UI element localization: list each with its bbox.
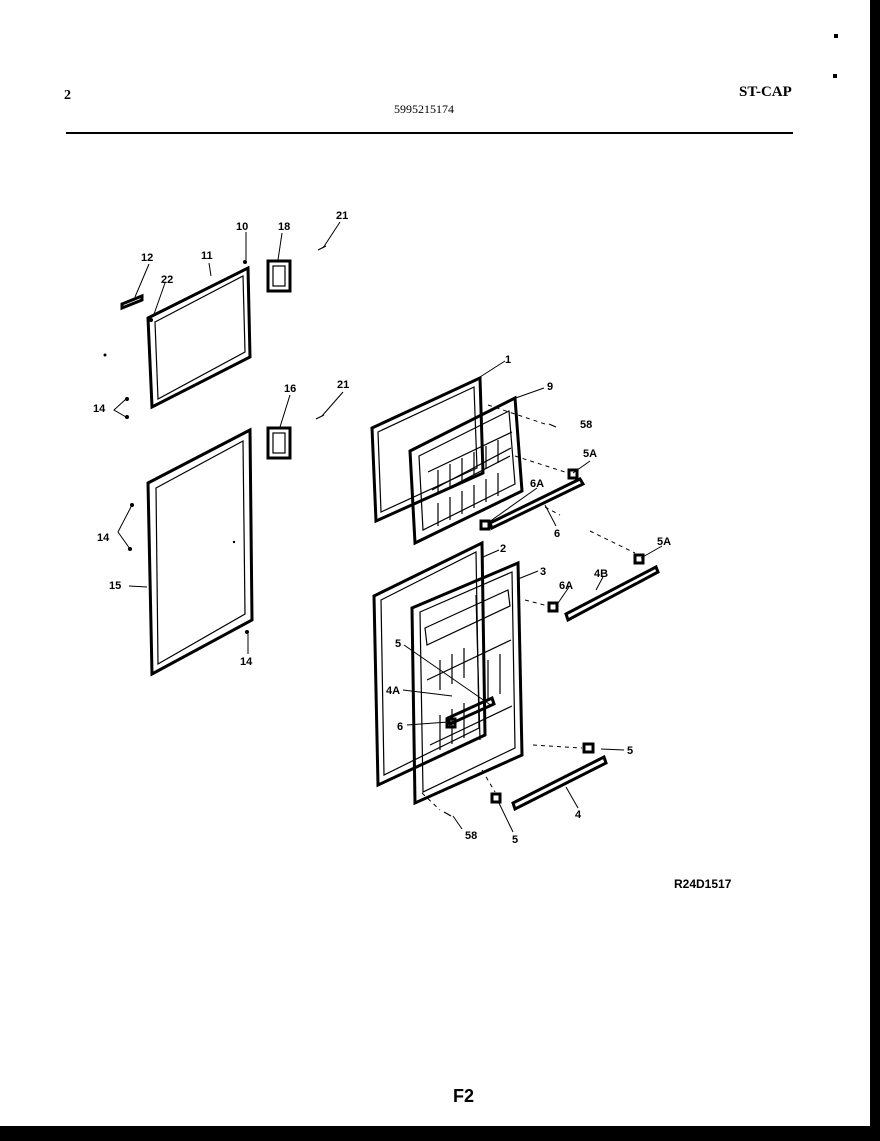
callout-10: 10	[236, 221, 248, 233]
screw-58	[548, 423, 557, 428]
callout-5a: 5A	[583, 448, 597, 460]
retainer-strip-small	[120, 293, 144, 311]
fresh-food-gasket	[146, 427, 254, 677]
callout-58: 58	[465, 830, 477, 842]
screw-14	[245, 630, 249, 634]
callout-21: 21	[337, 379, 349, 391]
header-rule	[66, 132, 793, 134]
callout-5: 5	[627, 745, 633, 757]
hinge-18	[266, 259, 292, 293]
scan-mark	[834, 34, 838, 38]
part-number: 5995215174	[394, 102, 454, 116]
callout-4b: 4B	[594, 568, 608, 580]
parts-diagram-page: 2 5995215174 ST-CAP	[0, 0, 870, 1126]
shelf-rail-4b	[564, 564, 660, 623]
callout-5a: 5A	[657, 536, 671, 548]
callout-3: 3	[540, 566, 546, 578]
freezer-door-liner-9	[408, 395, 524, 546]
cap-6a	[479, 519, 491, 531]
callout-4a: 4A	[386, 685, 400, 697]
callout-18: 18	[278, 221, 290, 233]
dot-mark	[232, 540, 236, 544]
callout-6: 6	[554, 528, 560, 540]
callout-58: 58	[580, 419, 592, 431]
screw-21-upper	[317, 245, 327, 251]
screw-58-lower	[443, 811, 452, 817]
shelf-rail-6	[488, 477, 586, 531]
callout-6: 6	[397, 721, 403, 733]
scan-mark	[833, 74, 837, 78]
cap-6a-lower	[547, 601, 559, 613]
cap-5a-lower	[633, 553, 645, 565]
screw-14	[125, 397, 129, 401]
freezer-gasket	[146, 265, 252, 410]
callout-12: 12	[141, 252, 153, 264]
leader-lines	[113, 221, 663, 833]
callout-4: 4	[575, 809, 582, 821]
screw-10	[243, 260, 247, 264]
cap-5a	[567, 468, 579, 480]
callout-2: 2	[500, 543, 506, 555]
callout-16: 16	[284, 383, 296, 395]
fresh-food-door-liner-3	[410, 560, 524, 806]
freezer-door-gasket-1	[370, 375, 485, 524]
callout-14: 14	[240, 656, 253, 668]
model-code: ST-CAP	[739, 84, 792, 100]
cap-5-bottom	[490, 792, 502, 804]
callout-6a: 6A	[559, 580, 573, 592]
diagram-reference: R24D1517	[674, 877, 732, 891]
callout-6a: 6A	[530, 478, 544, 490]
callout-1: 1	[505, 354, 511, 366]
callout-9: 9	[547, 381, 553, 393]
figure-label: F2	[453, 1086, 475, 1106]
page-number: 2	[64, 88, 71, 103]
callout-labels: 10 18 21 12 11 22 14 16 21 14 15 14 1 9 …	[93, 210, 671, 846]
callout-15: 15	[109, 580, 121, 592]
callout-14: 14	[97, 532, 110, 544]
callout-21: 21	[336, 210, 348, 222]
callout-5: 5	[395, 638, 401, 650]
callout-11: 11	[201, 250, 213, 262]
callout-14: 14	[93, 403, 106, 415]
hinge-16	[266, 426, 292, 460]
screw-14	[125, 415, 129, 419]
callout-22: 22	[161, 274, 173, 286]
shelf-rail-4	[511, 754, 608, 812]
callout-5: 5	[512, 834, 518, 846]
cap-5-right	[582, 742, 595, 754]
screw-22	[149, 318, 153, 322]
exploded-door-diagram: 10 18 21 12 11 22 14 16 21 14 15 14 1 9 …	[93, 210, 671, 846]
fresh-food-door-gasket-2	[372, 540, 487, 788]
dot-mark	[103, 353, 107, 357]
